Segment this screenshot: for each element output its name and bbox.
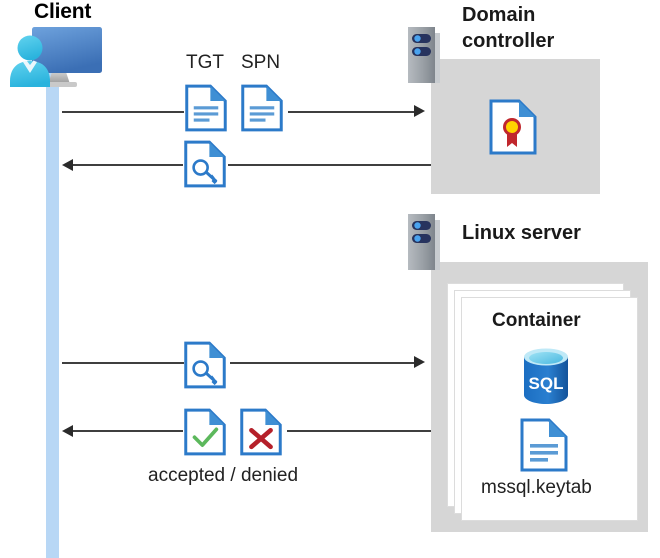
server-rack-icon-linux [408,214,440,275]
domain-controller-label-line1: Domain [462,4,536,26]
container-card-front [461,297,638,521]
key-document-icon-1 [184,139,226,194]
domain-controller-label-line2: controller [462,30,555,52]
tgt-label: TGT [186,52,224,73]
message-2-line-right [228,164,431,166]
client-lifeline [46,62,59,558]
sql-database-icon: SQL [519,347,573,410]
message-3-line-right [230,362,416,364]
linux-server-label: Linux server [462,222,581,244]
message-1-line-right [288,111,416,113]
server-rack-icon [408,27,440,88]
domain-controller-label: Domain controller [462,2,642,54]
message-3-line-left [62,362,184,364]
message-1-arrowhead [414,105,425,117]
message-4-line-right [287,430,431,432]
spn-label: SPN [241,52,281,73]
document-lines-icon-spn [241,83,283,138]
document-lines-icon-tgt [185,83,227,138]
message-2-line-left [73,164,183,166]
document-lines-icon-keytab [520,418,568,477]
cross-document-icon [240,407,282,462]
message-2-arrowhead [62,159,73,171]
message-3-arrowhead [414,356,425,368]
user-monitor-icon [8,22,108,92]
accepted-denied-label: accepted / denied [148,465,299,486]
client-label: Client [34,0,92,23]
message-4-line-left [73,430,183,432]
keytab-filename-label: mssql.keytab [481,477,592,498]
check-document-icon [184,407,226,462]
container-label: Container [492,310,581,331]
key-document-icon-2 [184,340,226,395]
message-1-line-left [62,111,184,113]
message-4-arrowhead [62,425,73,437]
svg-text:SQL: SQL [529,374,564,393]
certificate-document-icon [489,99,537,160]
